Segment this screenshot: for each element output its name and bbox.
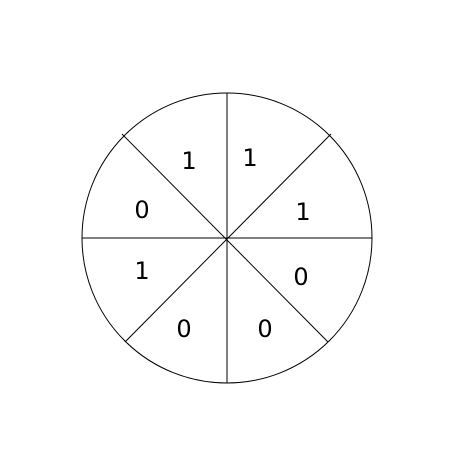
sector-label-left-lower: 1	[134, 257, 149, 285]
sector-label-upper-right-inner: 1	[242, 144, 257, 172]
sector-label-lower-right: 0	[257, 315, 272, 343]
sector-label-right-upper: 1	[295, 198, 310, 226]
divider-diagonal-descending	[121, 133, 329, 343]
sector-label-left-upper: 0	[134, 196, 149, 224]
sector-label-lower-left: 0	[176, 315, 191, 343]
sector-label-upper-left-inner: 1	[181, 147, 196, 175]
sector-label-right-lower: 0	[293, 263, 308, 291]
divider-diagonal-ascending	[124, 133, 332, 343]
